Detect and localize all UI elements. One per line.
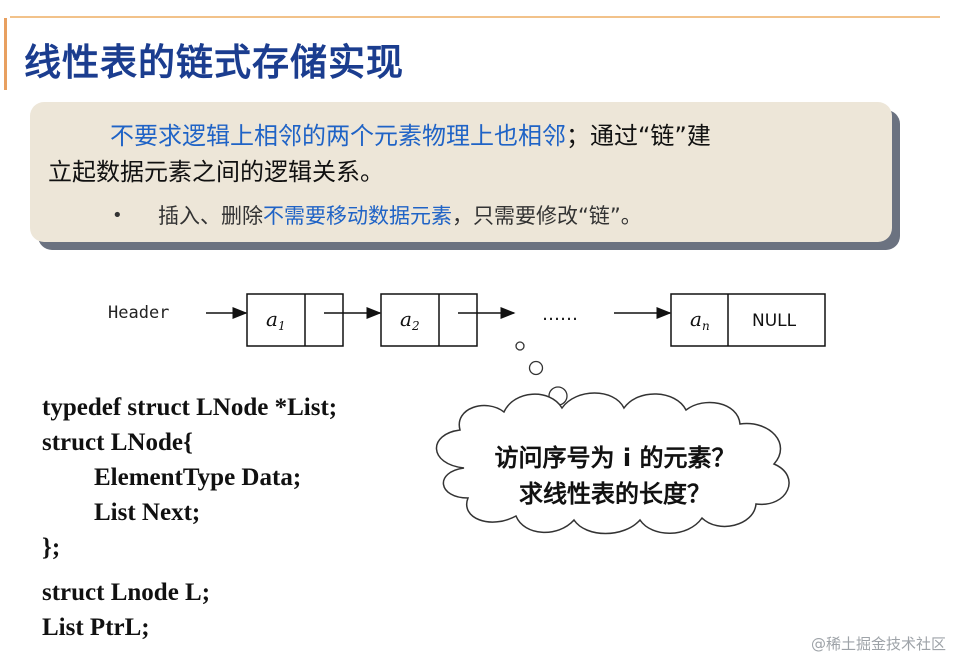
cloud-question: 求线性表的长度？: [519, 480, 711, 508]
intro-panel: 不要求逻辑上相邻的两个元素物理上也相邻；通过“链”建 立起数据元素之间的逻辑关系…: [30, 102, 892, 242]
code-line: List PtrL;: [42, 614, 150, 641]
cloud-questions: 访问序号为 i 的元素？ 求线性表的长度？: [470, 440, 760, 512]
intro-highlight: 不要求逻辑上相邻的两个元素物理上也相邻: [110, 122, 566, 150]
left-accent-bar: [4, 18, 7, 90]
bullet-item: • 插入、删除不需要移动数据元素，只需要修改“链”。: [48, 200, 868, 230]
ellipsis: ……: [542, 304, 578, 325]
top-divider: [10, 16, 940, 18]
bullet-highlight: 不需要移动数据元素: [263, 204, 452, 228]
header-label: Header: [108, 303, 169, 323]
list-node-1: [246, 293, 344, 347]
code-line: };: [42, 534, 61, 561]
list-node-2: [380, 293, 478, 347]
code-line: struct Lnode L;: [42, 579, 211, 606]
node-1-data: a1: [266, 307, 286, 333]
code-line: typedef struct LNode *List;: [42, 394, 338, 421]
intro-text-rest: ；通过“链”建: [566, 122, 711, 150]
slide-title: 线性表的链式存储实现: [24, 41, 404, 84]
code-line: struct LNode{: [42, 429, 193, 456]
code-line: ElementType Data;: [94, 464, 302, 491]
watermark: @稀土掘金技术社区: [810, 635, 946, 653]
intro-text-line2: 立起数据元素之间的逻辑关系。: [48, 158, 384, 186]
bullet-icon: •: [112, 204, 123, 226]
code-line: List Next;: [94, 499, 201, 526]
linked-list-diagram: Header a1 a2 …… an NULL: [108, 293, 826, 347]
bullet-suffix: ，只需要修改“链”。: [452, 204, 642, 228]
list-node-n: [670, 293, 826, 347]
node-2-data: a2: [400, 307, 420, 333]
bullet-prefix: 插入、删除: [158, 204, 263, 228]
node-n-data: an: [690, 307, 710, 333]
code-block: typedef struct LNode *List; struct LNode…: [42, 390, 337, 645]
null-pointer-label: NULL: [752, 311, 797, 331]
intro-paragraph: 不要求逻辑上相邻的两个元素物理上也相邻；通过“链”建 立起数据元素之间的逻辑关系…: [48, 118, 868, 190]
thought-cloud-icon: [435, 341, 790, 535]
cloud-question: 访问序号为 i 的元素？: [494, 444, 736, 472]
